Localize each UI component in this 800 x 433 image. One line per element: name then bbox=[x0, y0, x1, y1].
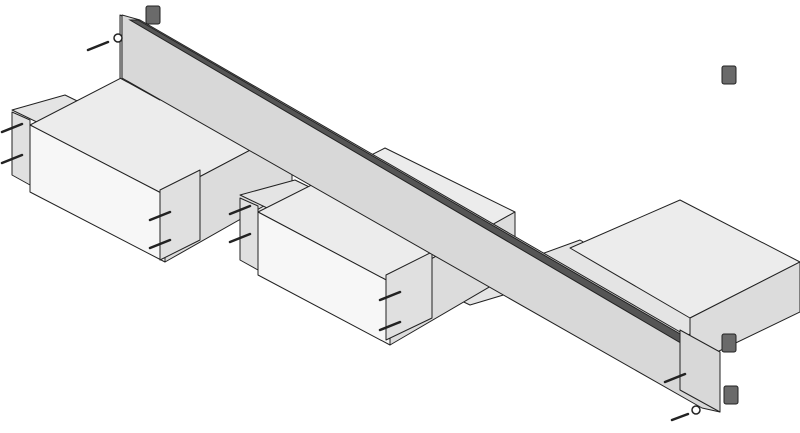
box-middle-bracket bbox=[385, 251, 433, 341]
washer-icon bbox=[691, 405, 701, 415]
cage-nut-icon bbox=[145, 5, 161, 25]
cage-nut-icon bbox=[723, 385, 739, 405]
rack-panel bbox=[119, 14, 721, 413]
screws bbox=[0, 33, 701, 422]
box-left-bracket bbox=[159, 169, 201, 261]
cage-nut-icon bbox=[721, 333, 737, 353]
screw-icon bbox=[228, 232, 252, 244]
screw-icon bbox=[670, 412, 690, 422]
screw-icon bbox=[148, 238, 172, 250]
screw-icon bbox=[378, 290, 402, 302]
screw-icon bbox=[378, 320, 402, 332]
enclosure-box-left bbox=[11, 57, 301, 263]
washer-icon bbox=[113, 33, 123, 43]
screw-icon bbox=[86, 40, 110, 52]
screw-icon bbox=[148, 210, 172, 222]
cage-nut-icon bbox=[721, 65, 737, 85]
screw-icon bbox=[0, 122, 24, 134]
screw-icon bbox=[663, 372, 687, 384]
rack-ear-right bbox=[679, 329, 721, 413]
box-left-bracket-rear bbox=[11, 111, 31, 186]
screw-icon bbox=[0, 153, 24, 165]
box-right-top bbox=[569, 199, 800, 319]
screw-icon bbox=[228, 204, 252, 216]
cage-nuts bbox=[145, 5, 739, 405]
